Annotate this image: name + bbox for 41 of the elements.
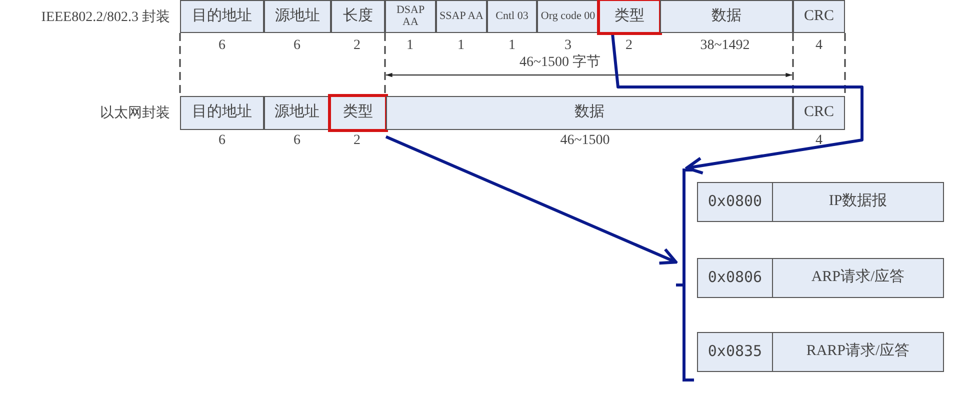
byte-count: 6: [294, 38, 300, 54]
field-cell: RARP请求/应答: [772, 332, 944, 372]
field-cell: Org code 00: [537, 0, 599, 33]
byte-count: 4: [816, 133, 822, 149]
byte-count: 2: [626, 38, 632, 54]
field-cell: 源地址: [264, 96, 330, 130]
field-cell: SSAP AA: [436, 0, 487, 33]
highlighted-field-cell: 类型: [599, 0, 660, 33]
row-title: 以太网封装: [100, 104, 170, 122]
field-cell: 长度: [331, 0, 385, 33]
field-cell: Cntl 03: [487, 0, 537, 33]
byte-count: 1: [508, 38, 516, 54]
highlighted-field-cell: 类型: [330, 96, 386, 130]
field-cell: 数据: [386, 96, 793, 130]
field-cell: 目的地址: [180, 0, 264, 33]
row-title: IEEE802.2/802.3 封装: [41, 8, 170, 26]
field-cell: DSAP AA: [385, 0, 436, 33]
field-cell: 源地址: [264, 0, 331, 33]
code-cell: 0x0806: [697, 258, 773, 298]
field-cell: ARP请求/应答: [772, 258, 944, 298]
byte-count: 2: [354, 133, 360, 149]
field-cell: IP数据报: [772, 182, 944, 222]
field-cell: CRC: [793, 0, 845, 33]
byte-count: 38~1492: [700, 38, 750, 54]
byte-count: 46~1500: [560, 133, 610, 149]
code-cell: 0x0800: [697, 182, 773, 222]
byte-count: 4: [816, 38, 822, 54]
field-cell: 目的地址: [180, 96, 264, 130]
byte-count: 46~1500 字节: [519, 53, 601, 71]
byte-count: 1: [458, 38, 464, 54]
byte-count: 6: [218, 133, 226, 149]
byte-count: 1: [406, 38, 414, 54]
arrow: [385, 135, 678, 265]
code-cell: 0x0835: [697, 332, 773, 372]
arrow: [610, 32, 864, 175]
field-cell: 数据: [660, 0, 793, 33]
byte-count: 2: [354, 38, 360, 54]
byte-count: 3: [564, 38, 572, 54]
byte-count: 6: [218, 38, 226, 54]
field-cell: CRC: [793, 96, 845, 130]
byte-count: 6: [294, 133, 300, 149]
